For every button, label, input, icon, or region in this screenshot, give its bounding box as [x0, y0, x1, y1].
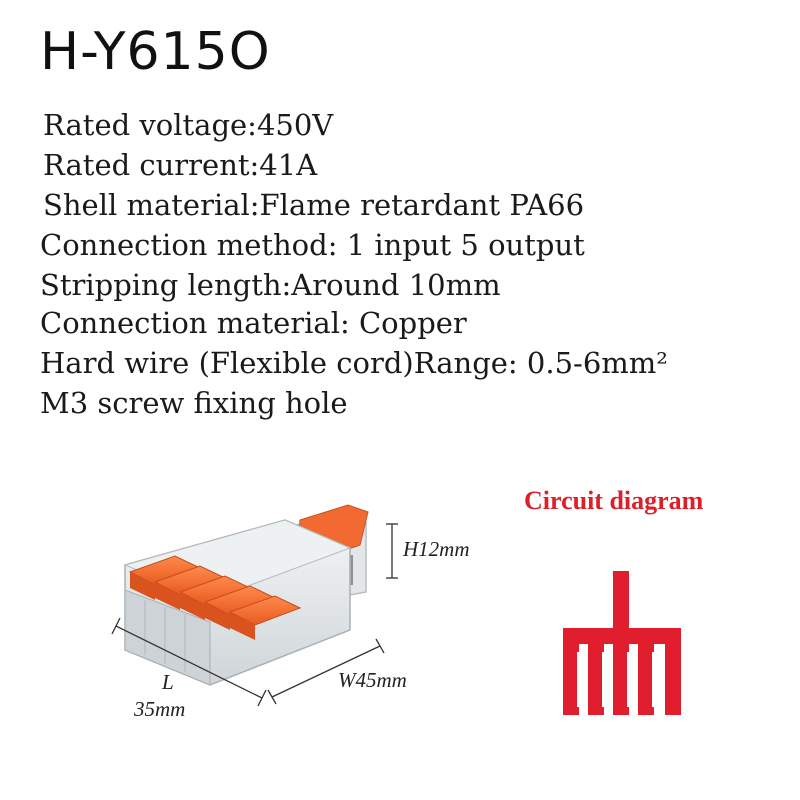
circuit-diagram-slots: [577, 652, 655, 707]
circuit-diagram-symbol: [563, 571, 681, 715]
dimension-lines: [111, 523, 398, 707]
spec-shell-material: Shell material:Flame retardant PA66: [43, 188, 585, 222]
spec-rated-voltage: Rated voltage:450V: [43, 108, 334, 142]
spec-wire-range: Hard wire (Flexible cord)Range: 0.5-6mm²: [40, 346, 668, 380]
circuit-diagram-title: Circuit diagram: [524, 486, 704, 515]
width-dimension-label: W45mm: [338, 668, 407, 692]
length-dimension-letter: L: [162, 670, 174, 694]
spec-screw-hole: M3 screw fixing hole: [40, 386, 348, 420]
height-dimension-label: H12mm: [403, 537, 470, 561]
orange-levers: [128, 555, 302, 640]
length-dimension-value: 35mm: [134, 697, 186, 721]
spec-rated-current: Rated current:41A: [43, 148, 318, 182]
product-title: H-Y615O: [40, 22, 271, 82]
spec-connection-method: Connection method: 1 input 5 output: [40, 228, 585, 262]
spec-stripping-length: Stripping length:Around 10mm: [40, 268, 501, 302]
spec-connection-material: Connection material: Copper: [40, 306, 467, 340]
